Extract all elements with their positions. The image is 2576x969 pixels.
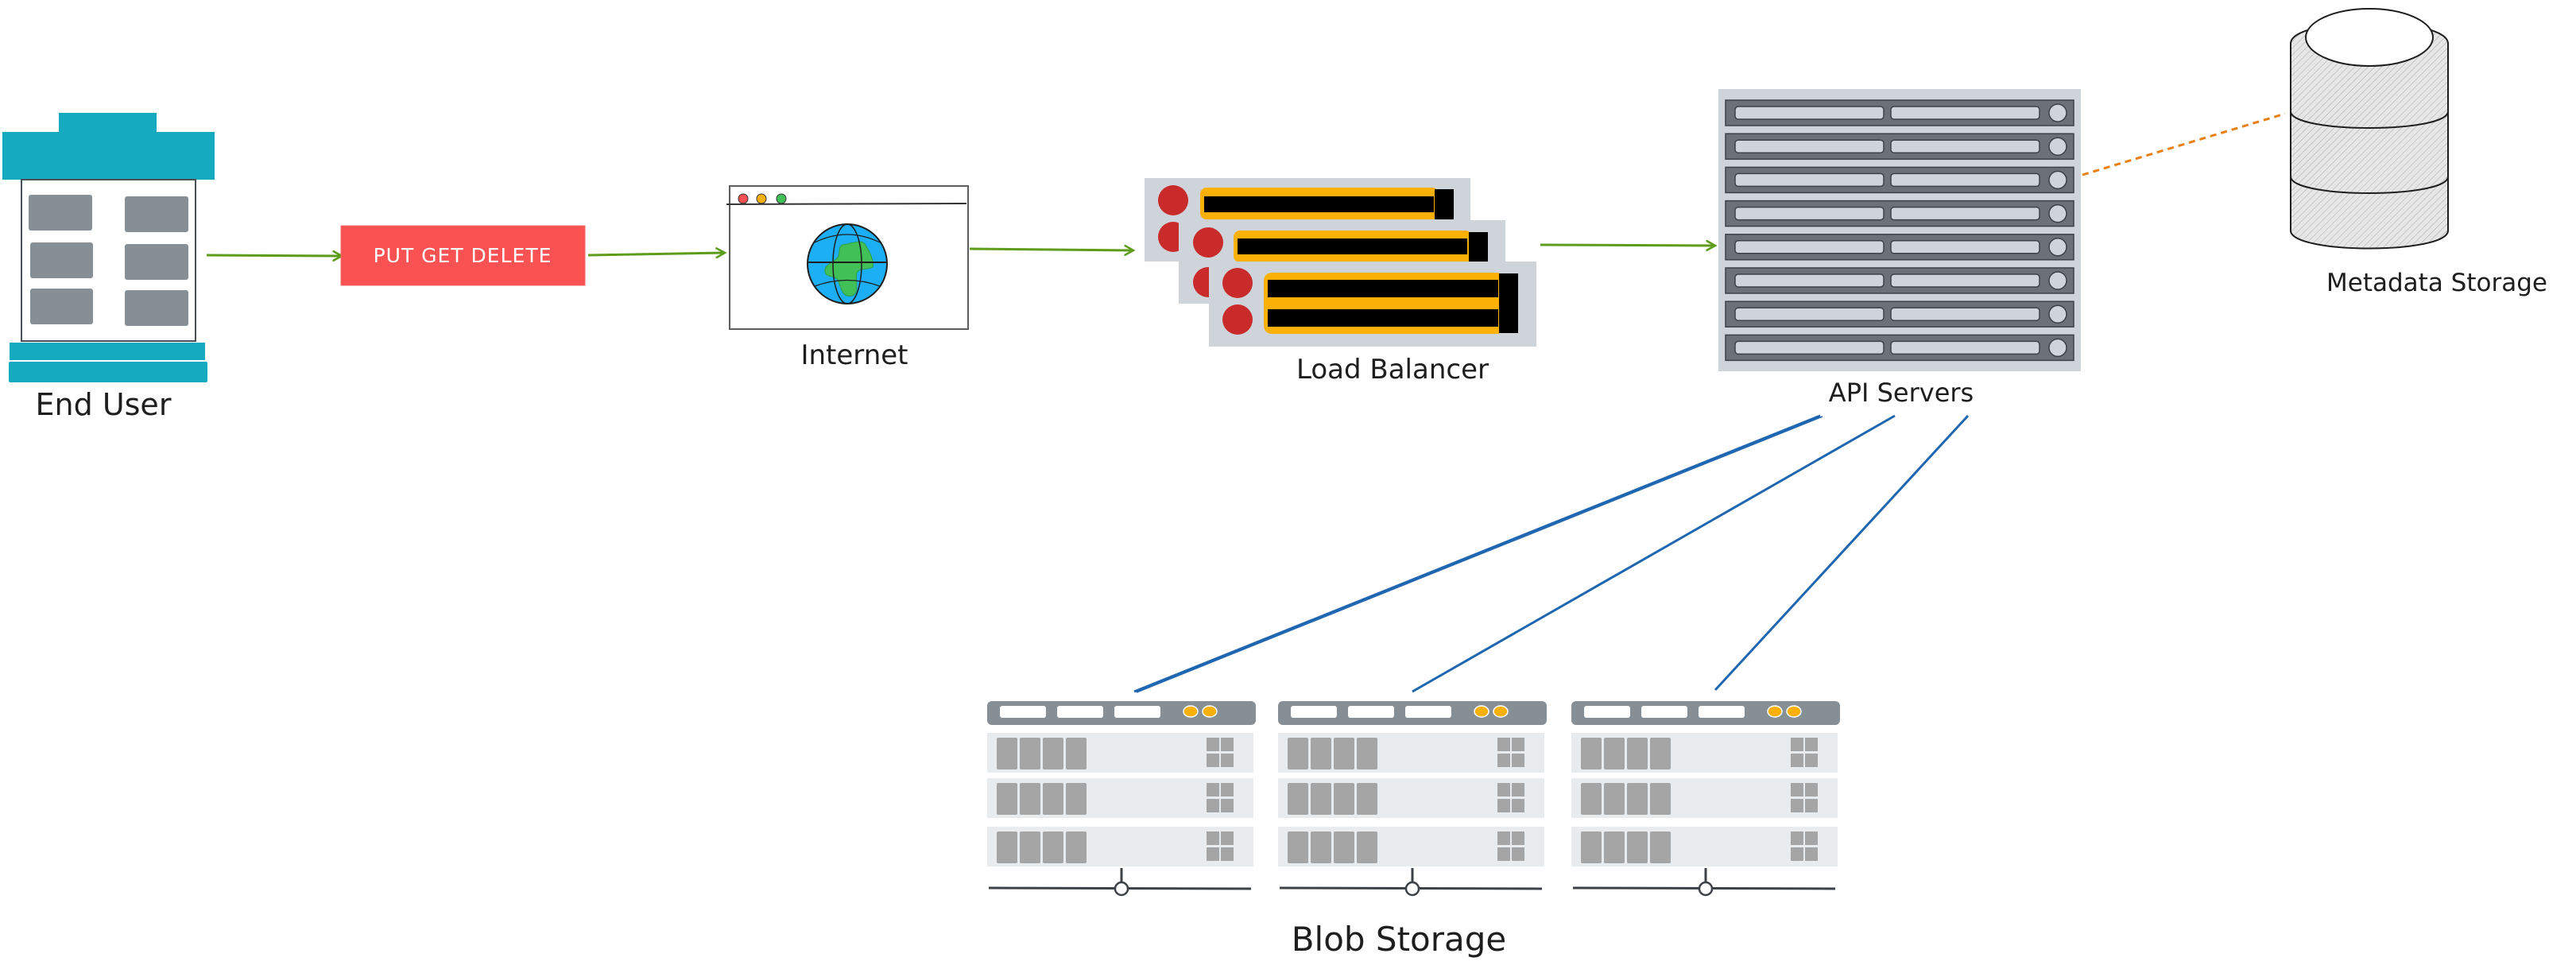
blob-storage-unit: [1571, 701, 1840, 897]
building-windows: [29, 195, 188, 326]
metadata-storage-node[interactable]: Metadata Storage: [2290, 8, 2547, 297]
edge-api-to-blob-3: [1714, 414, 1970, 692]
building-roof-top: [59, 113, 157, 132]
blob-storage-node[interactable]: Blob Storage: [987, 701, 1840, 959]
blob-storage-unit: [1278, 701, 1547, 897]
browser-toolbar-divider: [726, 203, 967, 205]
rack-unit: [1725, 300, 2074, 328]
browser-maximize-dot: [776, 193, 787, 204]
rack-units: [1725, 99, 2074, 362]
rack-unit: [1725, 267, 2074, 294]
load-balancer-node[interactable]: Load Balancer: [1145, 178, 1536, 386]
edge-api-to-metadata: [2082, 112, 2286, 176]
load-balancer-label: Load Balancer: [1296, 354, 1489, 386]
edge-api-to-blob-1b: [1136, 416, 1823, 693]
building-base-top: [10, 343, 205, 360]
request-methods-node[interactable]: PUT GET DELETE: [340, 225, 586, 286]
internet-label: Internet: [800, 339, 908, 371]
building-roof: [2, 132, 215, 180]
building-base: [9, 362, 207, 382]
end-user-node[interactable]: End User: [2, 113, 215, 422]
rack-unit: [1725, 200, 2074, 227]
browser-close-dot: [738, 193, 749, 204]
browser-minimize-dot: [756, 193, 767, 204]
api-servers-label: API Servers: [1829, 378, 1974, 408]
edge-loadbalancer-to-api: [1540, 245, 1715, 246]
request-label: PUT GET DELETE: [374, 244, 552, 267]
database-icon: [2290, 8, 2449, 250]
blob-storage-label: Blob Storage: [1292, 920, 1507, 959]
rack-unit: [1725, 133, 2074, 160]
edge-user-to-request: [206, 255, 342, 256]
rack-unit: [1725, 334, 2074, 362]
end-user-label: End User: [36, 387, 172, 422]
blob-units: [987, 701, 1840, 897]
edge-api-to-blob-2: [1412, 414, 1896, 693]
api-servers-node[interactable]: API Servers: [1718, 89, 2081, 408]
blob-storage-unit: [987, 701, 1256, 897]
metadata-storage-label: Metadata Storage: [2326, 269, 2547, 297]
edge-api-to-blob-1: [1133, 414, 1821, 693]
edge-internet-to-loadbalancer: [969, 249, 1133, 250]
request-box: [340, 225, 586, 286]
rack-case: [1718, 89, 2081, 371]
edges: [206, 112, 2286, 693]
internet-node[interactable]: Internet: [726, 185, 969, 371]
globe-icon: [807, 223, 888, 304]
rack-unit: [1725, 234, 2074, 261]
edge-request-to-internet: [587, 253, 725, 255]
rack-unit: [1725, 99, 2074, 126]
load-balancer-unit: [1209, 262, 1536, 347]
rack-unit: [1725, 166, 2074, 194]
